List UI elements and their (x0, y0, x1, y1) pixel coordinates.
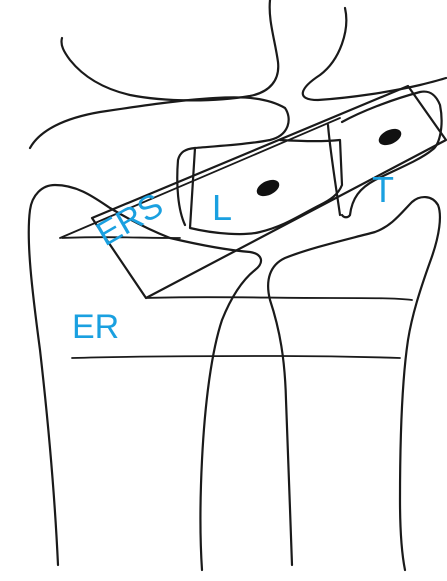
radius-outline (29, 185, 261, 570)
label-t: T (372, 172, 394, 208)
hamate-outline (303, 8, 446, 100)
label-l: L (212, 190, 232, 226)
ulna-outline (268, 197, 440, 570)
screw-hole-lunate (254, 177, 282, 200)
radial-line-lower (72, 356, 400, 358)
capitate-outline (61, 0, 278, 100)
screw-hole-triquetrum (376, 126, 404, 149)
radial-line-upper (146, 297, 412, 300)
label-er: ER (72, 310, 119, 344)
